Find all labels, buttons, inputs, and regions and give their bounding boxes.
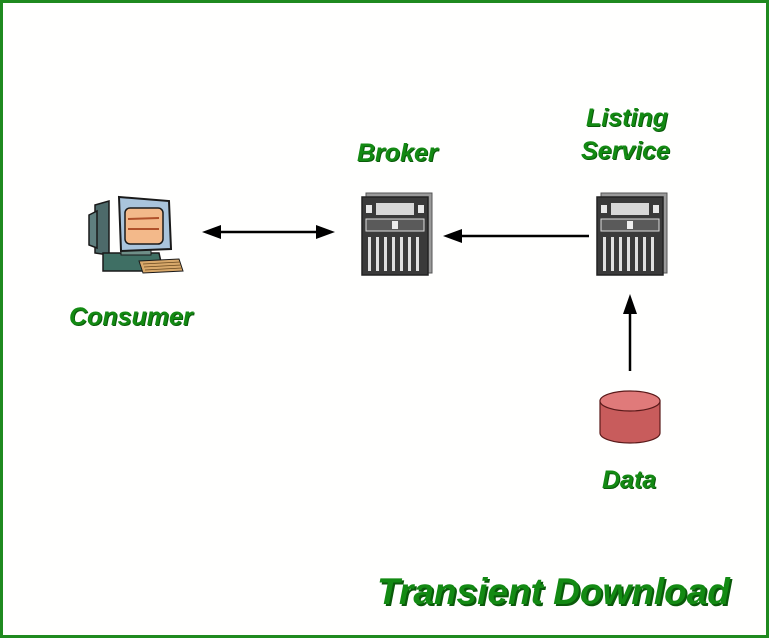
arrow-consumer-broker bbox=[202, 225, 335, 239]
server-icon bbox=[596, 192, 668, 276]
consumer-label: Consumer bbox=[69, 303, 193, 331]
database-icon bbox=[599, 390, 661, 444]
diagram-title: Transient Download bbox=[377, 571, 730, 612]
listing-service-label-line2: Service bbox=[581, 137, 670, 165]
arrow-listing-to-broker bbox=[443, 229, 589, 243]
computer-icon bbox=[88, 195, 184, 274]
server-icon bbox=[361, 192, 433, 276]
arrow-data-to-listing bbox=[623, 294, 637, 371]
broker-label: Broker bbox=[357, 139, 438, 167]
connector-layer bbox=[202, 225, 637, 371]
listing-service-label-line1: Listing bbox=[586, 104, 668, 132]
data-label: Data bbox=[602, 466, 657, 494]
